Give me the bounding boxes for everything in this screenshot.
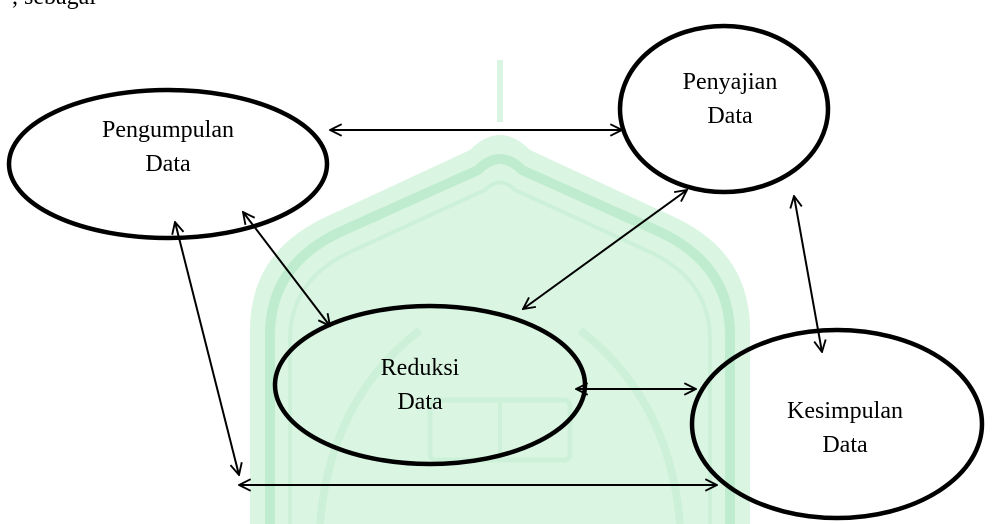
node-penyajian-line2: Data — [707, 103, 753, 129]
header-fragment: , sebagai — [12, 0, 96, 11]
node-kesimpulan-line2: Data — [822, 432, 868, 458]
node-reduksi-line2: Data — [397, 389, 443, 415]
node-penyajian-label: Penyajian Data — [650, 65, 810, 133]
node-reduksi-line1: Reduksi — [380, 355, 460, 381]
node-penyajian-ellipse — [617, 23, 831, 195]
node-pengumpulan-line1: Pengumpulan — [102, 117, 234, 143]
node-pengumpulan-label: Pengumpulan Data — [68, 113, 268, 181]
node-kesimpulan-label: Kesimpulan Data — [745, 394, 945, 462]
node-pengumpulan-line2: Data — [145, 151, 191, 177]
arrow-pengumpulan-bottom — [175, 222, 239, 475]
arrow-pengumpulan-reduksi — [243, 212, 330, 326]
arrow-penyajian-reduksi — [523, 190, 687, 309]
node-pengumpulan-ellipse — [6, 87, 330, 241]
node-penyajian-line1: Penyajian — [682, 69, 778, 95]
node-kesimpulan-line1: Kesimpulan — [787, 398, 903, 424]
node-kesimpulan-ellipse — [689, 327, 985, 521]
node-reduksi-label: Reduksi Data — [340, 351, 500, 419]
arrow-penyajian-kesimpulan — [794, 196, 822, 352]
